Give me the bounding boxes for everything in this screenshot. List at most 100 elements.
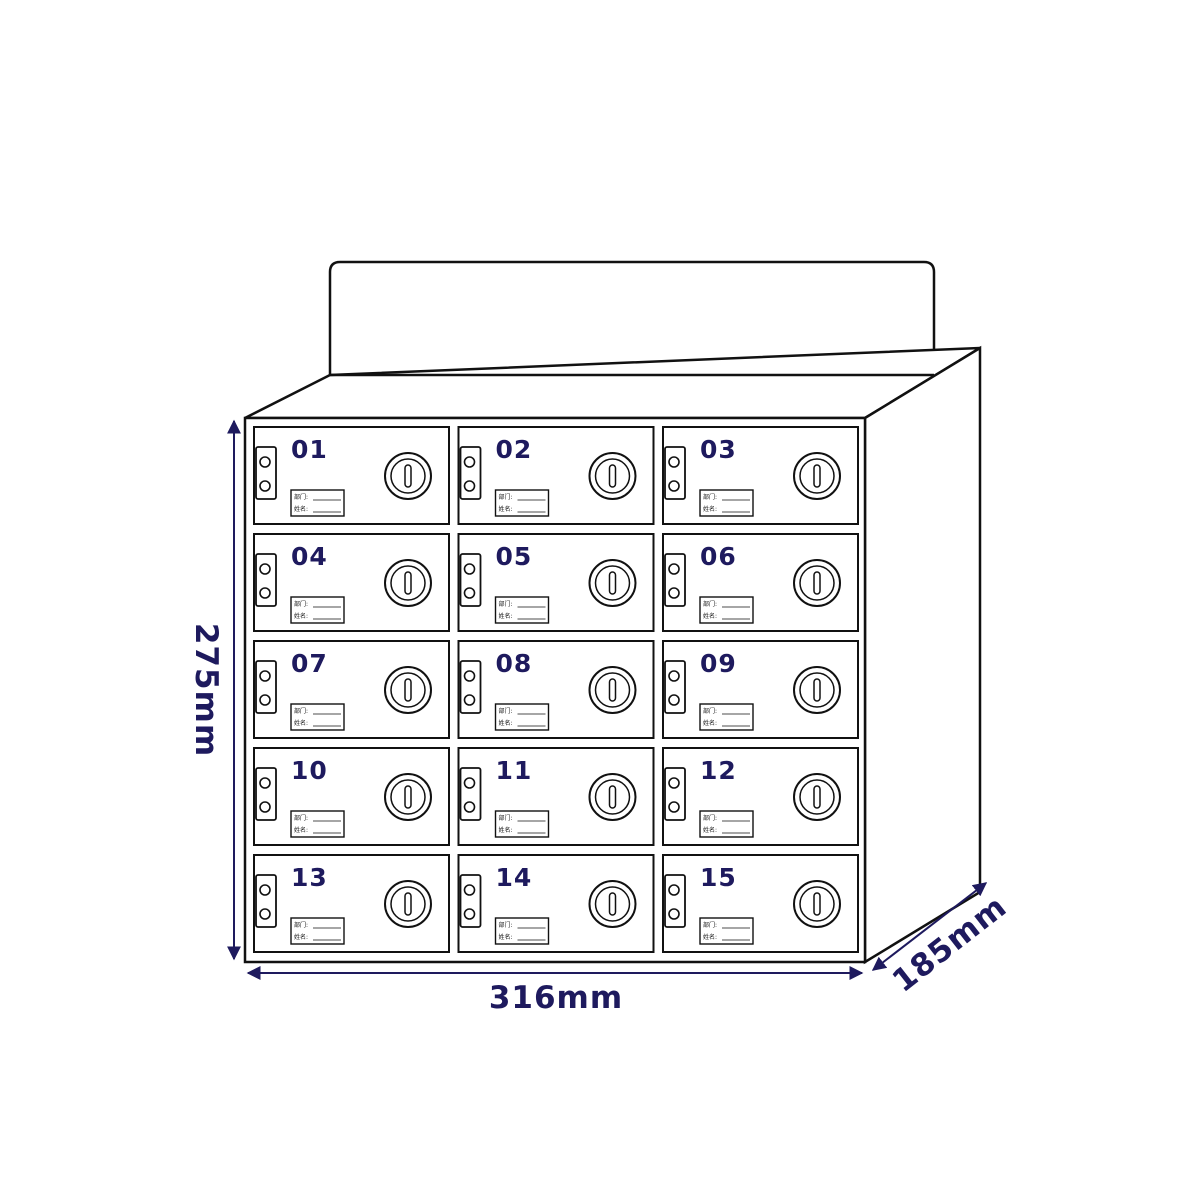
locker-door[interactable]: 07 部门: 姓名: (253, 640, 450, 739)
hinge-screw-icon (259, 694, 271, 706)
hinge-screw-icon (259, 480, 271, 492)
hinge-screw-icon (259, 563, 271, 575)
lock-ring-icon (799, 672, 835, 708)
width-dimension-label: 316mm (489, 980, 623, 1016)
keyhole-icon (404, 464, 412, 488)
hinge-screw-icon (259, 777, 271, 789)
keyhole-icon (404, 678, 412, 702)
cabinet-side-face (863, 345, 982, 965)
lock-ring-icon (594, 779, 631, 815)
hinge-screw-icon (259, 908, 271, 920)
locker-number: 12 (700, 756, 737, 785)
locker-door[interactable]: 12 部门: 姓名: (662, 747, 859, 846)
hinge-screw-icon (463, 884, 476, 896)
hinge-screw-icon (463, 777, 476, 789)
keyhole-icon (608, 892, 617, 916)
hinge-screw-icon (463, 480, 476, 492)
locker-number: 13 (291, 863, 328, 892)
name-tag-line1: 部门: (499, 493, 513, 501)
door-grid: 01部门:姓名:02部门:姓名:03部门:姓名:04部门:姓名:05部门:姓名:… (253, 426, 859, 953)
hinge-screw-icon (463, 587, 476, 599)
name-tag-line2: 姓名: (294, 933, 308, 941)
hinge-screw-icon (668, 587, 680, 599)
hinge-screw-icon (463, 801, 476, 813)
locker-number: 04 (291, 542, 328, 571)
hinge-screw-icon (463, 456, 476, 468)
hinge-screw-icon (668, 884, 680, 896)
name-tag-line2: 姓名: (294, 612, 308, 620)
hinge-screw-icon (668, 670, 680, 682)
lock-ring-icon (390, 886, 426, 922)
locker-number: 03 (700, 435, 737, 464)
locker-number: 08 (496, 649, 533, 678)
keyhole-icon (608, 571, 617, 595)
name-tag-line1: 部门: (703, 600, 717, 608)
name-tag-line1: 部门: (703, 921, 717, 929)
name-tag-line2: 姓名: (294, 719, 308, 727)
name-tag-line1: 部门: (703, 707, 717, 715)
lock-ring-icon (594, 672, 631, 708)
locker-door[interactable]: 13 部门: 姓名: (253, 854, 450, 953)
lock-ring-icon (594, 458, 631, 494)
name-tag-line1: 部门: (703, 814, 717, 822)
keyhole-icon (813, 571, 821, 595)
hinge-screw-icon (259, 884, 271, 896)
name-tag-line2: 姓名: (703, 826, 717, 834)
keyhole-icon (608, 464, 617, 488)
name-tag-line2: 姓名: (499, 505, 513, 513)
locker-number: 06 (700, 542, 737, 571)
locker-door[interactable]: 06 部门: 姓名: (662, 533, 859, 632)
hinge-screw-icon (668, 694, 680, 706)
name-tag-line1: 部门: (294, 814, 308, 822)
keyhole-icon (813, 892, 821, 916)
height-dimension-label: 275mm (188, 623, 224, 757)
keyhole-icon (608, 785, 617, 809)
name-tag-line1: 部门: (703, 493, 717, 501)
hinge-screw-icon (668, 777, 680, 789)
hinge-screw-icon (259, 670, 271, 682)
locker-door[interactable]: 02 部门: 姓名: (457, 426, 655, 525)
name-tag-line2: 姓名: (703, 612, 717, 620)
lock-ring-icon (799, 886, 835, 922)
name-tag-line2: 姓名: (294, 826, 308, 834)
name-tag-line2: 姓名: (703, 933, 717, 941)
hinge-screw-icon (668, 801, 680, 813)
lock-ring-icon (390, 672, 426, 708)
hinge-screw-icon (668, 908, 680, 920)
name-tag-line2: 姓名: (703, 719, 717, 727)
hinge-screw-icon (668, 563, 680, 575)
back-panel (328, 260, 936, 375)
lock-ring-icon (390, 565, 426, 601)
name-tag-line1: 部门: (294, 707, 308, 715)
hinge-screw-icon (463, 563, 476, 575)
locker-door-panel (457, 747, 655, 846)
name-tag-line2: 姓名: (499, 612, 513, 620)
lock-ring-icon (390, 458, 426, 494)
keyhole-icon (813, 464, 821, 488)
locker-number: 02 (496, 435, 533, 464)
lock-ring-icon (594, 886, 631, 922)
name-tag-line2: 姓名: (294, 505, 308, 513)
name-tag-line2: 姓名: (499, 826, 513, 834)
keyhole-icon (404, 892, 412, 916)
name-tag-line1: 部门: (499, 921, 513, 929)
locker-number: 05 (496, 542, 533, 571)
hinge-screw-icon (463, 908, 476, 920)
locker-number: 07 (291, 649, 328, 678)
hinge-screw-icon (668, 456, 680, 468)
name-tag-line2: 姓名: (499, 933, 513, 941)
keyhole-icon (813, 678, 821, 702)
name-tag-line1: 部门: (294, 921, 308, 929)
